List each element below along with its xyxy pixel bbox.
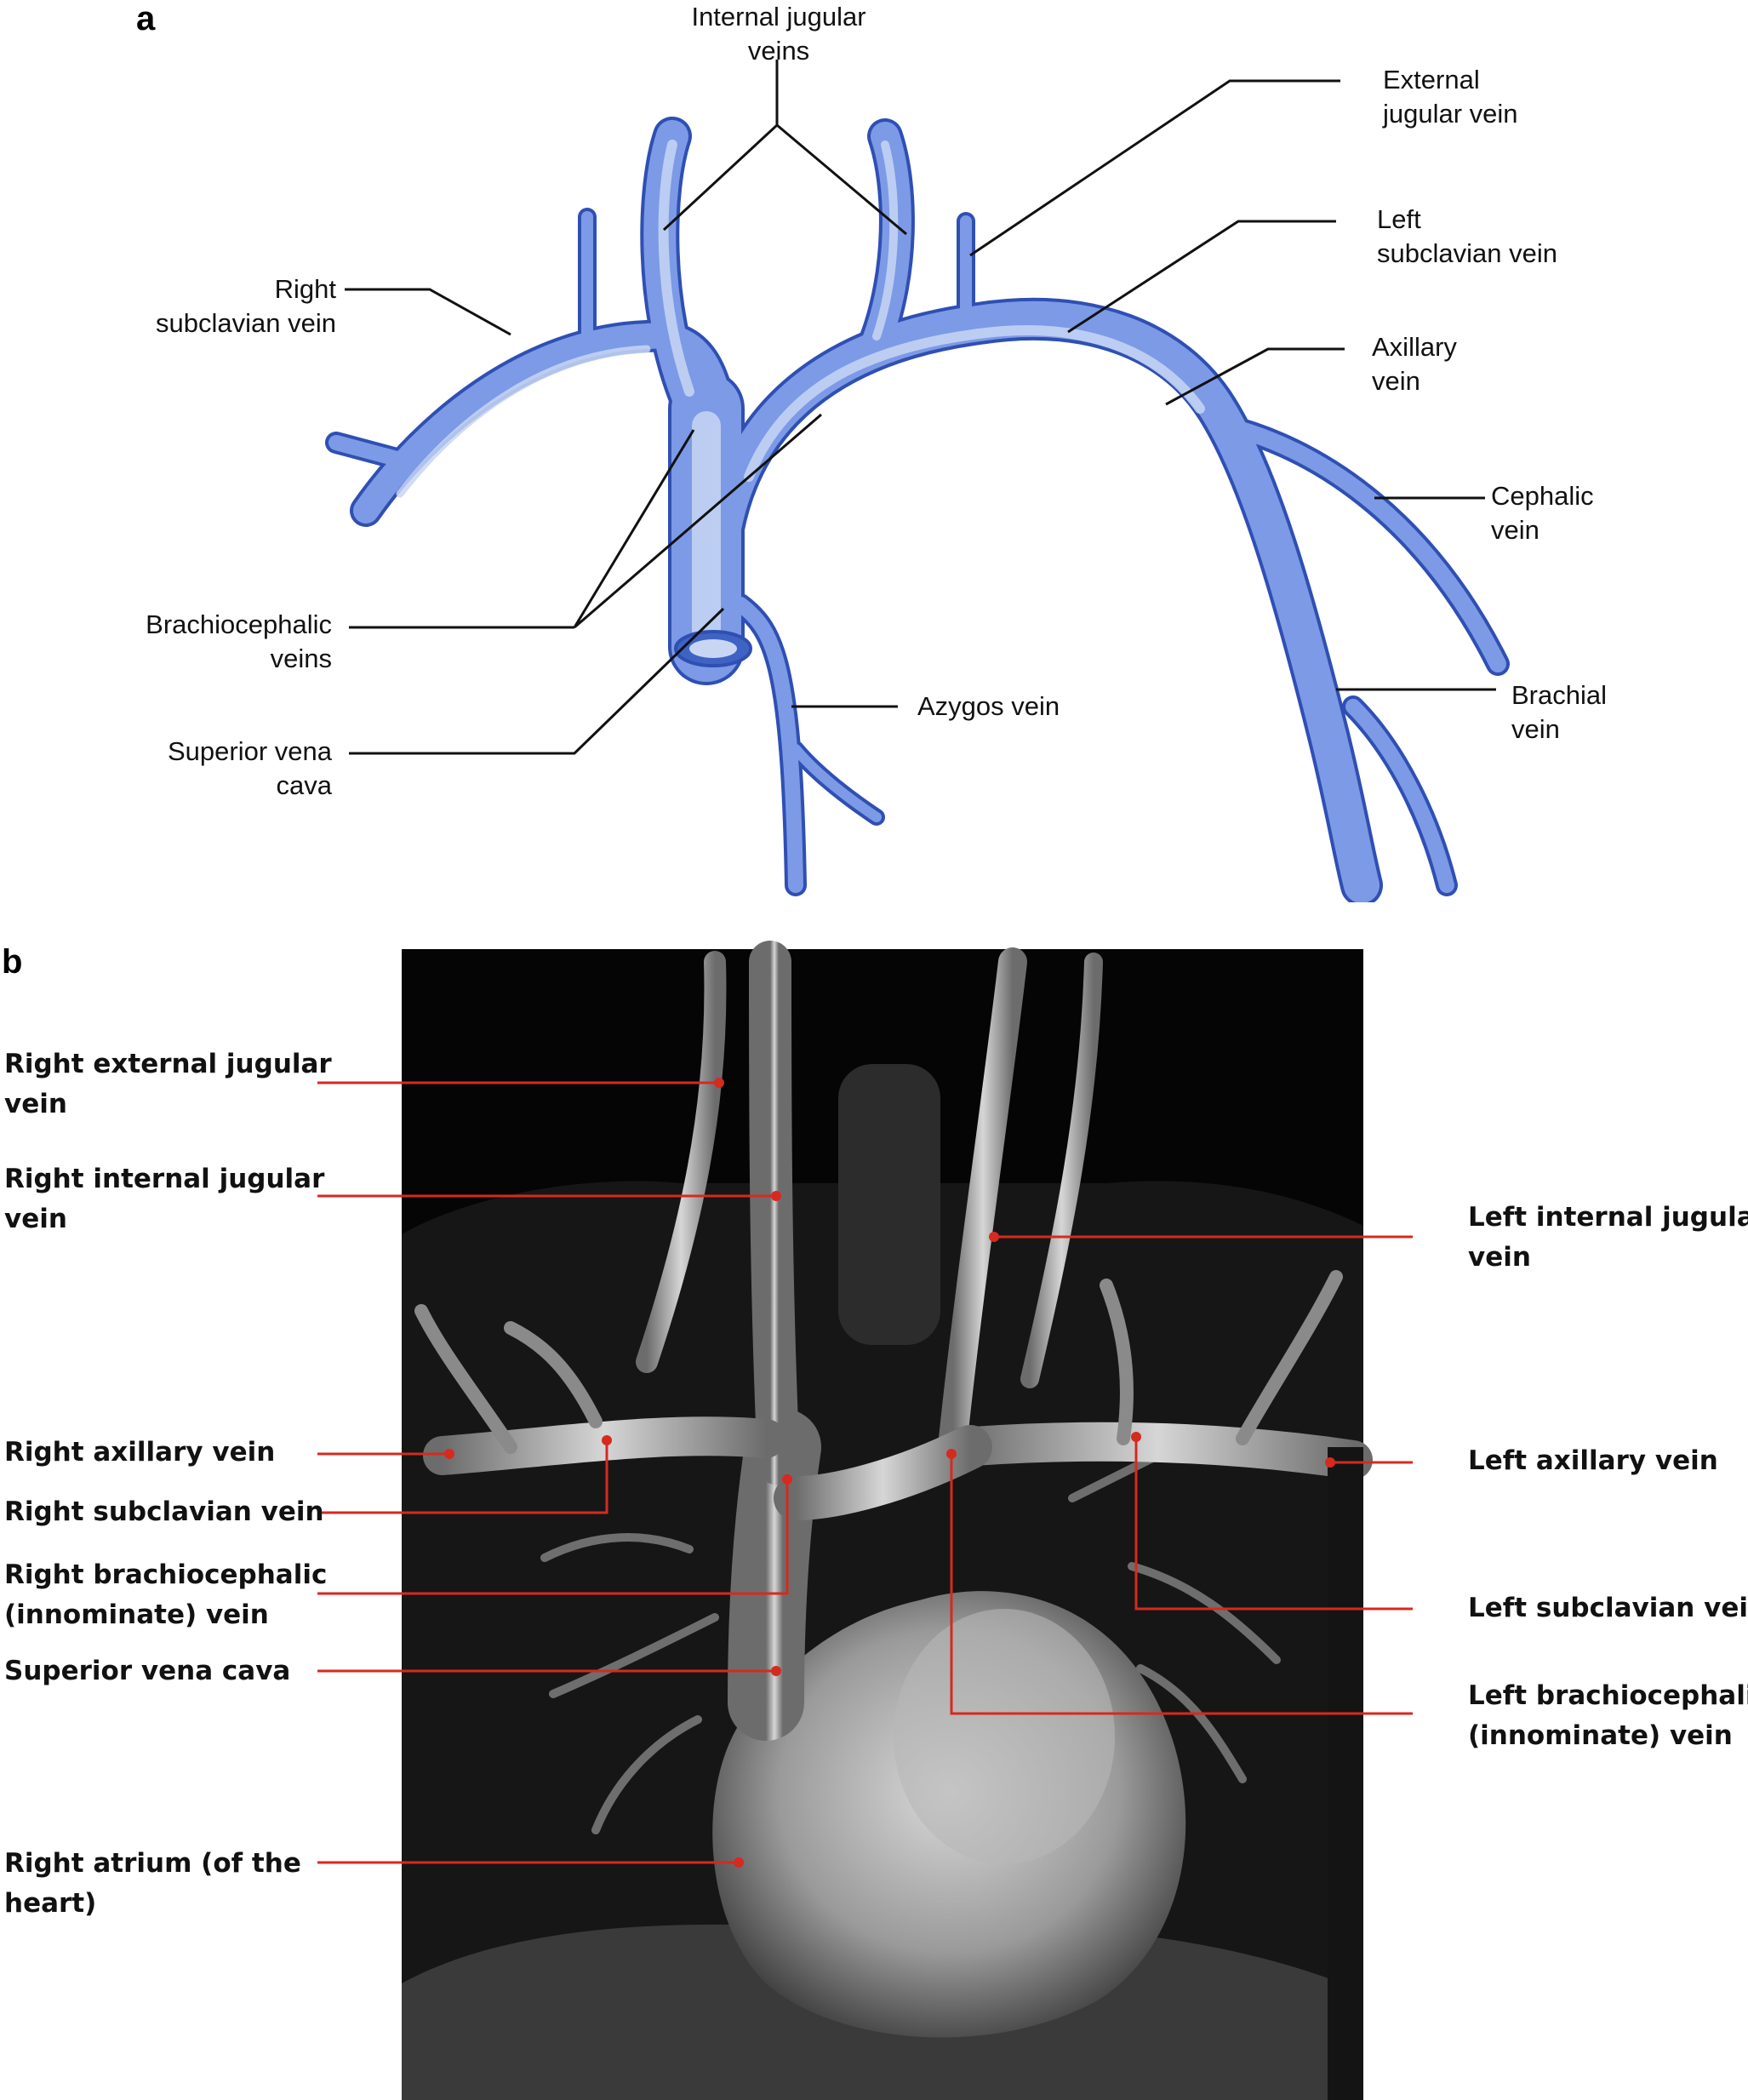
leader-right-subclavian — [345, 288, 511, 336]
angiogram-image — [402, 949, 1363, 2100]
label-axillary: Axillary vein — [1372, 332, 1457, 396]
leader-external-jugular — [969, 79, 1340, 257]
svc-mr — [728, 1409, 821, 1741]
label-superior-vena-cava: Superior vena cava — [167, 736, 332, 800]
leader-left-subclavian — [1067, 220, 1336, 334]
leader-svc — [349, 607, 725, 755]
leader-left-brachiocephalic — [950, 1454, 1413, 1715]
venous-schematic — [325, 60, 1510, 902]
left-subclavian-mr — [942, 1422, 1373, 1479]
leader-right-brachiocephalic — [317, 1479, 789, 1595]
label-right-subclavian: Right subclavian vein — [156, 274, 336, 338]
panel-a-letter: a — [136, 0, 156, 37]
label-brachial: Brachial vein — [1511, 680, 1607, 744]
left-brachiocephalic-mr — [774, 1425, 992, 1520]
label-right-subclavian: Right subclavian vein — [4, 1496, 324, 1527]
label-right-brachiocephalic: Right brachiocephalic (innominate) vein — [4, 1559, 328, 1630]
label-left-axillary: Left axillary vein — [1468, 1445, 1718, 1476]
label-superior-vena-cava-b: Superior vena cava — [4, 1656, 291, 1686]
label-left-internal-jugular: Left internal jugular vein — [1468, 1202, 1748, 1273]
left-ext-jugular-mr — [1020, 953, 1103, 1388]
label-right-axillary: Right axillary vein — [4, 1437, 276, 1468]
left-brachiocephalic-vessel — [702, 297, 1383, 902]
panel-b-letter: b — [2, 943, 23, 981]
label-right-atrium: Right atrium (of the heart) — [4, 1848, 301, 1919]
leader-axillary — [1165, 347, 1345, 406]
right-ext-jugular-mr — [636, 951, 727, 1373]
leader-left-subclavian — [1134, 1437, 1413, 1611]
label-cephalic: Cephalic vein — [1491, 481, 1594, 545]
label-internal-jugular: Internal jugular veins — [691, 2, 866, 66]
label-external-jugular: External jugular vein — [1383, 65, 1518, 129]
label-brachiocephalic: Brachiocephalic veins — [146, 609, 332, 673]
label-left-subclavian: Left subclavian vein — [1468, 1593, 1748, 1623]
label-left-subclavian: Left subclavian vein — [1377, 204, 1557, 268]
right-int-jugular-mr — [749, 941, 800, 1485]
label-right-external-jugular: Right external jugular vein — [4, 1049, 332, 1119]
leader-right-subclavian — [317, 1440, 608, 1514]
heart-silhouette — [712, 1591, 1186, 2038]
label-azygos: Azygos vein — [917, 691, 1060, 721]
label-left-brachiocephalic: Left brachiocephalic (innominate) vein — [1468, 1680, 1748, 1751]
left-int-jugular-mr — [939, 947, 1027, 1453]
label-right-internal-jugular: Right internal jugular vein — [4, 1164, 325, 1234]
right-subclavian-mr — [423, 1416, 785, 1475]
